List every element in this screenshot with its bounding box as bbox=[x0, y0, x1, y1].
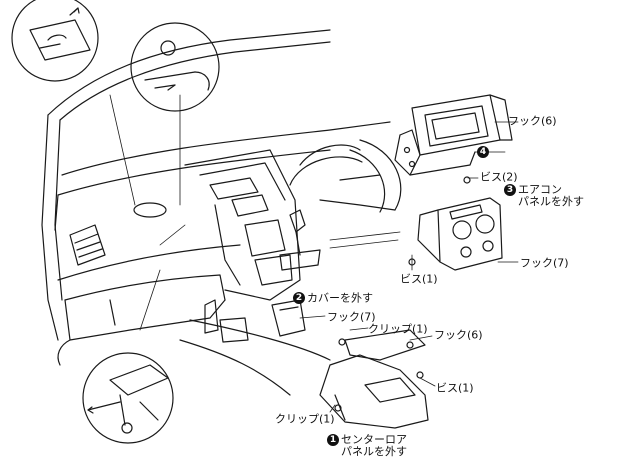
label-clip-1-top: クリップ(1) bbox=[368, 322, 428, 336]
label-step-4: 4 bbox=[477, 145, 491, 158]
glove-box bbox=[57, 244, 241, 366]
inset-clip-detail-1 bbox=[11, 0, 99, 82]
inset-hook-detail bbox=[130, 22, 220, 112]
leader-lines bbox=[109, 94, 519, 413]
center-stack bbox=[184, 149, 301, 301]
step-number-3: 3 bbox=[504, 184, 516, 196]
screw-symbols bbox=[334, 176, 471, 412]
gear-lever bbox=[279, 209, 321, 271]
steering-wheel bbox=[319, 139, 402, 213]
label-screw-1-left: ビス(1) bbox=[400, 272, 438, 286]
step-number-1: 1 bbox=[327, 434, 339, 446]
label-hook-7-right: フック(7) bbox=[520, 256, 569, 270]
center-lower-panel bbox=[319, 329, 429, 429]
inset-clip-detail-2 bbox=[82, 352, 174, 444]
step-number-2: 2 bbox=[293, 292, 305, 304]
step-number-4: 4 bbox=[477, 146, 489, 158]
label-screw-1-right: ビス(1) bbox=[436, 381, 474, 395]
floor-bracket bbox=[204, 299, 249, 343]
left-air-vent bbox=[69, 224, 106, 266]
navigation-unit bbox=[394, 94, 513, 176]
label-screw-2: ビス(2) bbox=[480, 170, 518, 184]
label-hook-6-mid: フック(6) bbox=[434, 328, 483, 342]
floor bbox=[179, 319, 331, 396]
dashboard-top bbox=[54, 121, 391, 231]
label-hook-6-top: フック(6) bbox=[508, 114, 557, 128]
side-cover bbox=[271, 299, 306, 337]
label-hook-7-mid: フック(7) bbox=[327, 310, 376, 324]
a-pillar bbox=[41, 29, 331, 341]
label-clip-1-bottom: クリップ(1) bbox=[275, 412, 335, 426]
ac-panel bbox=[417, 197, 503, 271]
